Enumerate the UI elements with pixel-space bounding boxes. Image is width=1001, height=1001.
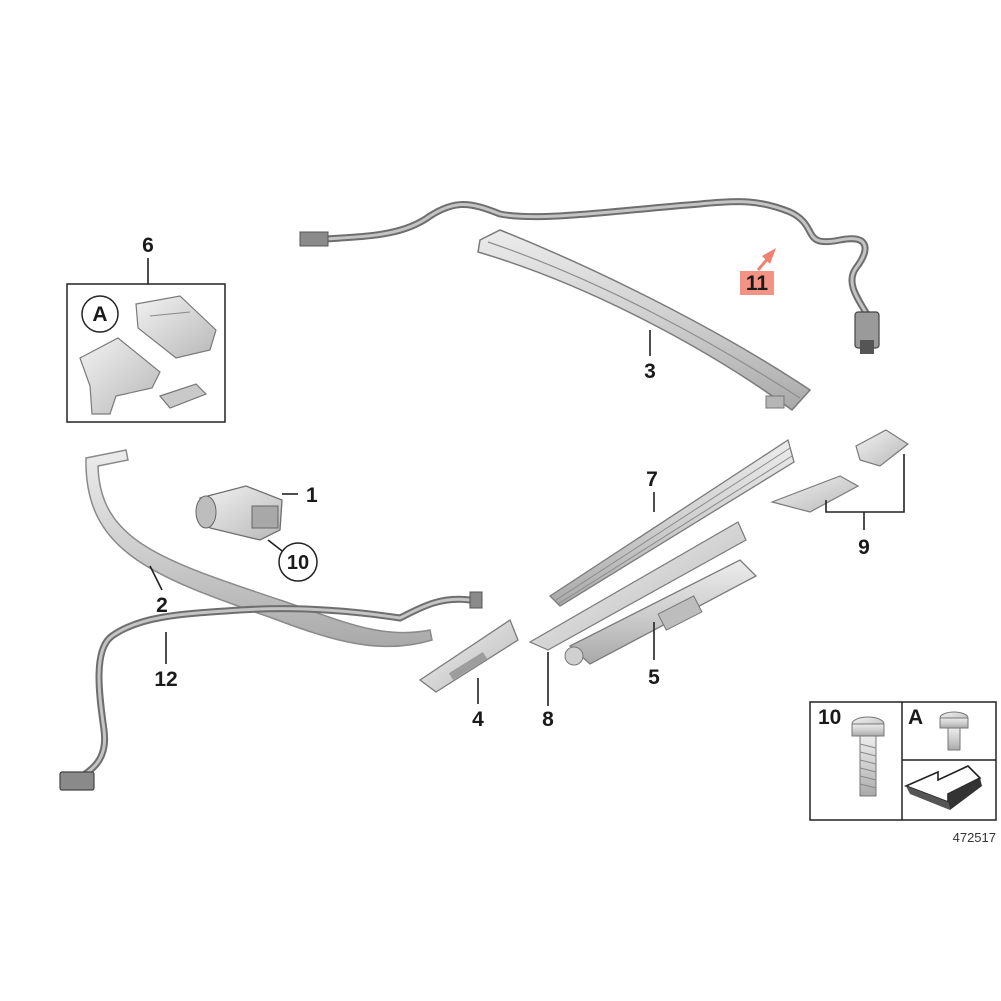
drive-motor-1 (195, 485, 283, 541)
callout-8: 8 (542, 708, 554, 731)
leader-lines (147, 248, 905, 706)
callout-5: 5 (648, 666, 660, 689)
seal-strip-8 (528, 521, 747, 651)
drain-hose-12 (59, 591, 483, 791)
callout-10-circle (278, 542, 318, 582)
callout-2: 2 (156, 594, 168, 617)
callout-12: 12 (154, 668, 177, 691)
screw-legend: 10 A (809, 701, 997, 821)
callout-11: 11 (746, 272, 769, 295)
callout-6: 6 (142, 234, 154, 257)
highlight-11 (740, 271, 774, 295)
kit-box-6 (66, 283, 226, 423)
callout-10: 10 (287, 552, 309, 574)
callout-4: 4 (472, 708, 484, 731)
drain-hose-11 (299, 198, 880, 354)
deflector-7 (548, 438, 795, 607)
legend-label-A: A (908, 706, 923, 729)
callout-3: 3 (644, 360, 656, 383)
callout-9: 9 (858, 536, 870, 559)
bracket-set-9 (770, 429, 910, 513)
reference-number: 472517 (953, 830, 996, 845)
callout-1: 1 (306, 484, 318, 507)
callout-7: 7 (646, 468, 658, 491)
front-rail-3 (477, 229, 812, 412)
callout-A: A (92, 303, 107, 326)
legend-label-10: 10 (818, 706, 841, 729)
direction-arrow-icon (903, 765, 982, 810)
guide-assembly-5 (564, 559, 758, 666)
bracket-4 (418, 619, 519, 693)
screw-10-icon (851, 716, 885, 797)
callouts: 6 A 3 11 1 10 7 9 2 12 5 4 8 (92, 234, 869, 731)
screw-A-icon (939, 711, 969, 751)
